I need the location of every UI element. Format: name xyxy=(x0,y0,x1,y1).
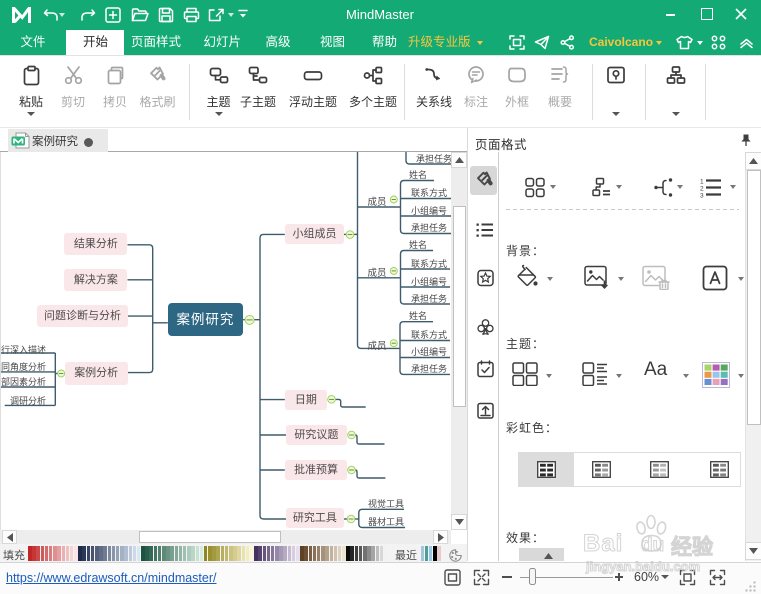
svg-text:1: 1 xyxy=(700,179,704,186)
svg-text:2: 2 xyxy=(700,186,704,193)
svg-text:3: 3 xyxy=(700,193,704,199)
